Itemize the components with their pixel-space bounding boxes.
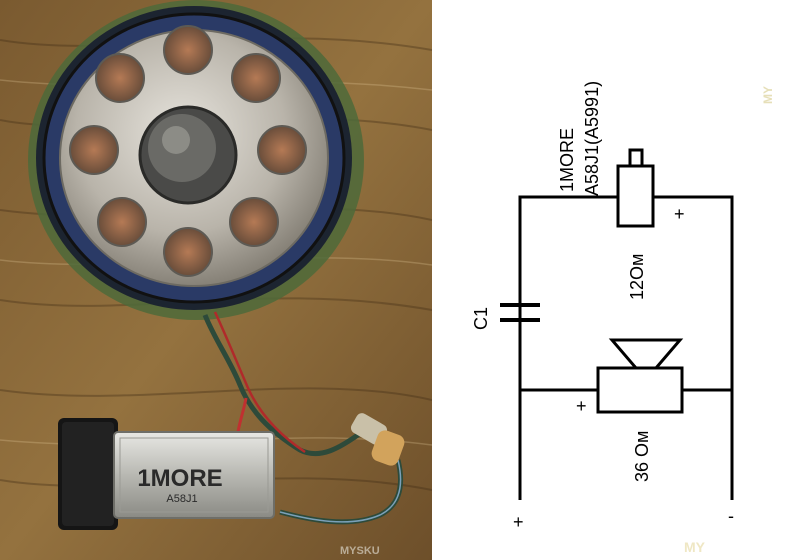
solder-joint — [350, 413, 405, 466]
capacitor-symbol — [500, 303, 540, 322]
wires — [202, 311, 403, 525]
schematic-panel: 1MORE A58J1(A5991) 12Ом + C1 + 36 Ом + -… — [432, 0, 800, 560]
circuit-wires — [518, 195, 734, 500]
speaker-driver — [28, 0, 364, 320]
speaker-symbol — [596, 338, 684, 414]
speaker-impedance-label: 36 Ом — [632, 431, 652, 482]
circuit-schematic: 1MORE A58J1(A5991) 12Ом + C1 + 36 Ом + -… — [471, 81, 775, 555]
terminal-minus-label: - — [728, 506, 734, 526]
photo-watermark: MYSKU — [340, 545, 380, 557]
receiver-brand-text: 1MORE — [137, 465, 222, 492]
receiver-model-text: A58J1 — [166, 493, 197, 505]
capacitor-label: C1 — [471, 307, 491, 330]
component-polarity-label: + — [674, 204, 685, 224]
schematic-watermark-bottom: MY — [684, 539, 706, 555]
receiver-component: 1MORE A58J1 — [58, 418, 275, 530]
photo-panel: 1MORE A58J1 MYSKU — [0, 0, 432, 560]
terminal-plus-label: + — [513, 512, 524, 532]
speaker-polarity-label: + — [576, 396, 587, 416]
receiver-symbol — [616, 148, 655, 228]
photo-illustration: 1MORE A58J1 MYSKU — [0, 0, 432, 560]
component-model-label: A58J1(A5991) — [582, 81, 602, 196]
component-name-label: 1MORE — [557, 128, 577, 192]
component-impedance-label: 12Ом — [627, 254, 647, 300]
schematic-watermark: MY — [761, 86, 775, 104]
